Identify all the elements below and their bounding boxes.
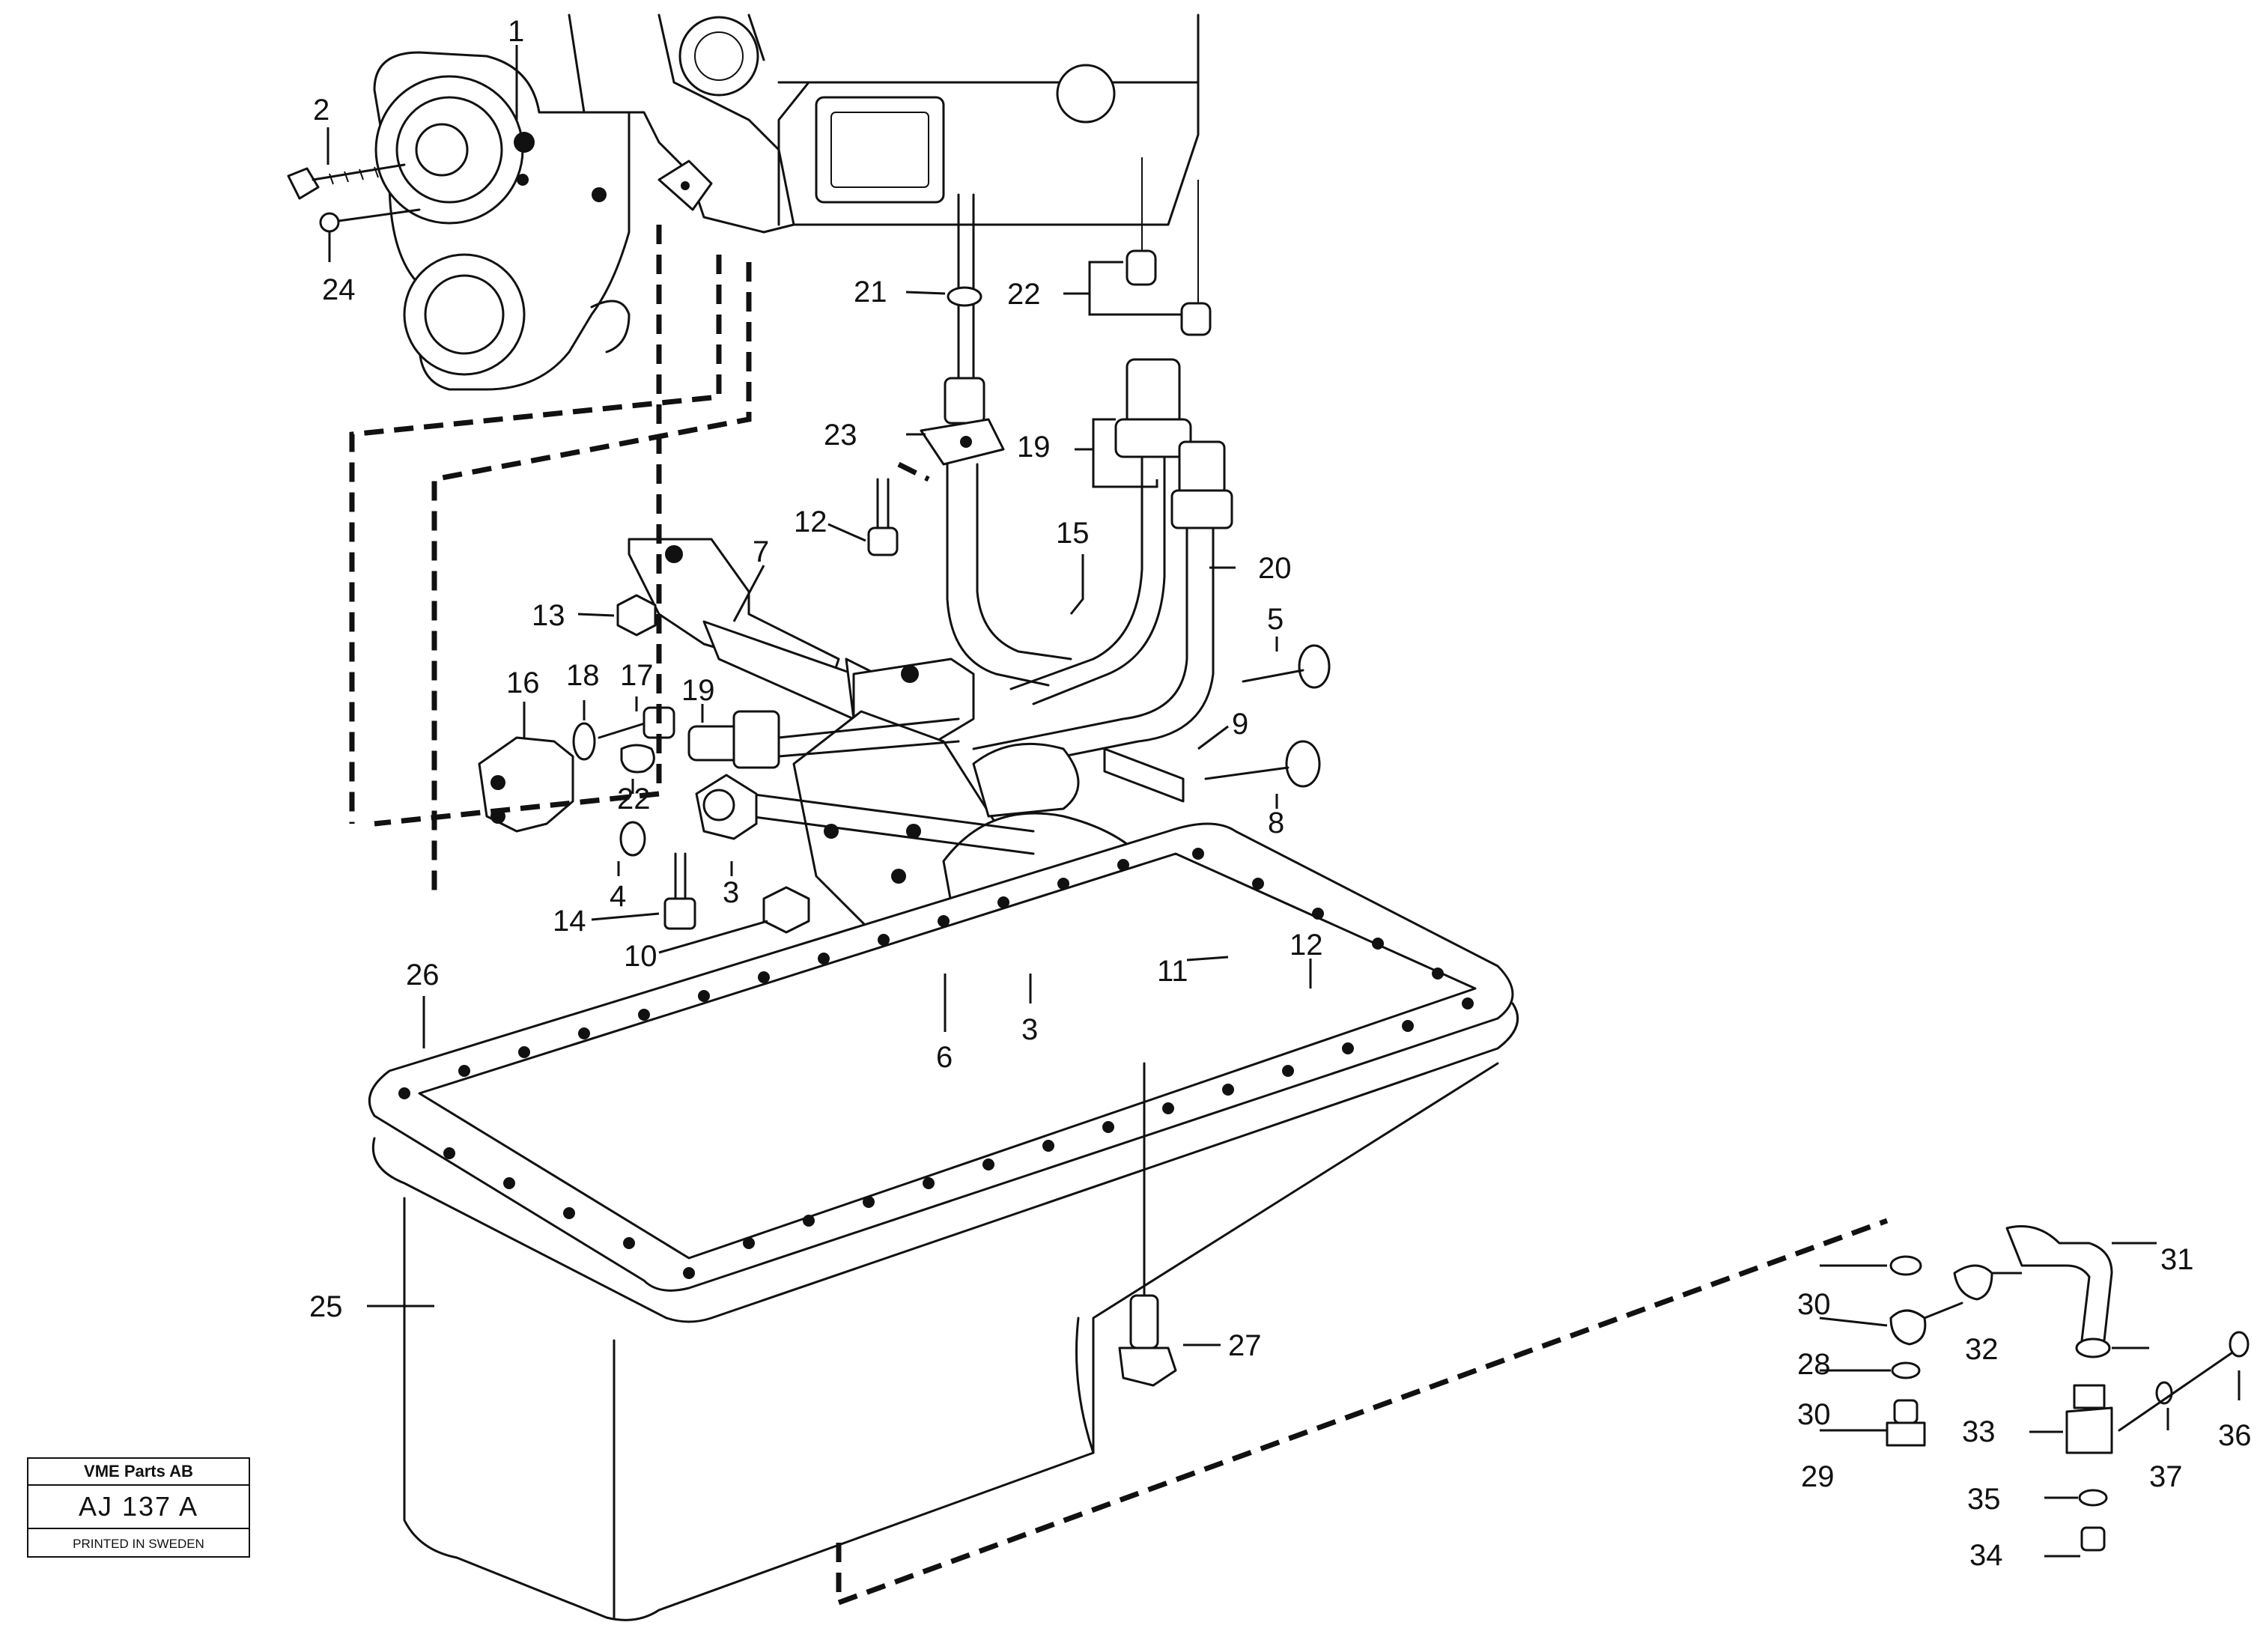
callout-15: 15 (1056, 517, 1090, 550)
oil-pump (373, 51, 631, 391)
callout-8: 8 (1268, 807, 1284, 839)
callout-22: 22 (1007, 278, 1041, 311)
callout-19: 19 (681, 674, 715, 707)
pipe-assembly (920, 157, 1233, 773)
callout-5: 5 (1267, 603, 1284, 636)
callout-3: 3 (1021, 1013, 1038, 1046)
callout-9: 9 (1232, 708, 1248, 741)
dipstick-group (1886, 1225, 2250, 1552)
callout-2: 2 (313, 94, 329, 127)
callout-labels: 1 2 24 21 22 23 12 19 15 20 7 13 5 16 18… (309, 15, 2252, 1572)
callout-31: 31 (2160, 1243, 2194, 1276)
drawing-code: AJ 137 A (28, 1486, 249, 1529)
callout-28: 28 (1797, 1348, 1831, 1381)
callout-22: 22 (617, 783, 651, 816)
callout-26: 26 (406, 959, 440, 991)
printed-note: PRINTED IN SWEDEN (73, 1537, 204, 1551)
callout-21: 21 (854, 276, 887, 309)
callout-32: 32 (1965, 1333, 1999, 1366)
bolt-5 (1242, 644, 1331, 689)
callout-25: 25 (309, 1290, 343, 1323)
callout-30: 30 (1797, 1288, 1831, 1321)
callout-1: 1 (508, 15, 524, 48)
callout-20: 20 (1258, 552, 1292, 585)
callout-35: 35 (1967, 1483, 2001, 1516)
callout-30: 30 (1797, 1398, 1831, 1431)
callout-4: 4 (610, 880, 626, 913)
company-name: VME Parts AB (28, 1459, 249, 1486)
leader-lines (326, 45, 2241, 1558)
screw-12-top (867, 478, 899, 556)
callout-3: 3 (723, 876, 739, 909)
callout-24: 24 (322, 273, 356, 306)
callout-33: 33 (1962, 1415, 1996, 1448)
title-block: VME Parts AB AJ 137 A PRINTED IN SWEDEN (27, 1457, 250, 1558)
callout-7: 7 (753, 535, 769, 568)
dashed-boundaries (349, 225, 1889, 1606)
callout-16: 16 (506, 666, 540, 699)
engine-block (568, 13, 1200, 234)
screw-24 (319, 208, 421, 233)
callout-12: 12 (1290, 929, 1323, 962)
flange-holes (398, 848, 1474, 1279)
callout-29: 29 (1801, 1460, 1835, 1493)
screw-2 (287, 163, 406, 200)
callout-14: 14 (553, 905, 586, 938)
bolt-8 (1103, 740, 1321, 803)
callout-23: 23 (824, 419, 857, 452)
callout-11: 11 (1157, 955, 1188, 988)
callout-19: 19 (1017, 431, 1051, 464)
callout-37: 37 (2149, 1460, 2183, 1493)
callout-6: 6 (936, 1041, 953, 1074)
callout-36: 36 (2218, 1419, 2252, 1452)
callout-10: 10 (624, 940, 657, 973)
callout-17: 17 (620, 659, 654, 692)
drain-plug-27 (1118, 1062, 1177, 1387)
callout-12: 12 (794, 505, 827, 538)
callout-27: 27 (1228, 1329, 1262, 1362)
callout-34: 34 (1969, 1539, 2003, 1572)
callout-13: 13 (532, 599, 565, 632)
oil-sump (368, 822, 1519, 1621)
callout-18: 18 (566, 659, 600, 692)
